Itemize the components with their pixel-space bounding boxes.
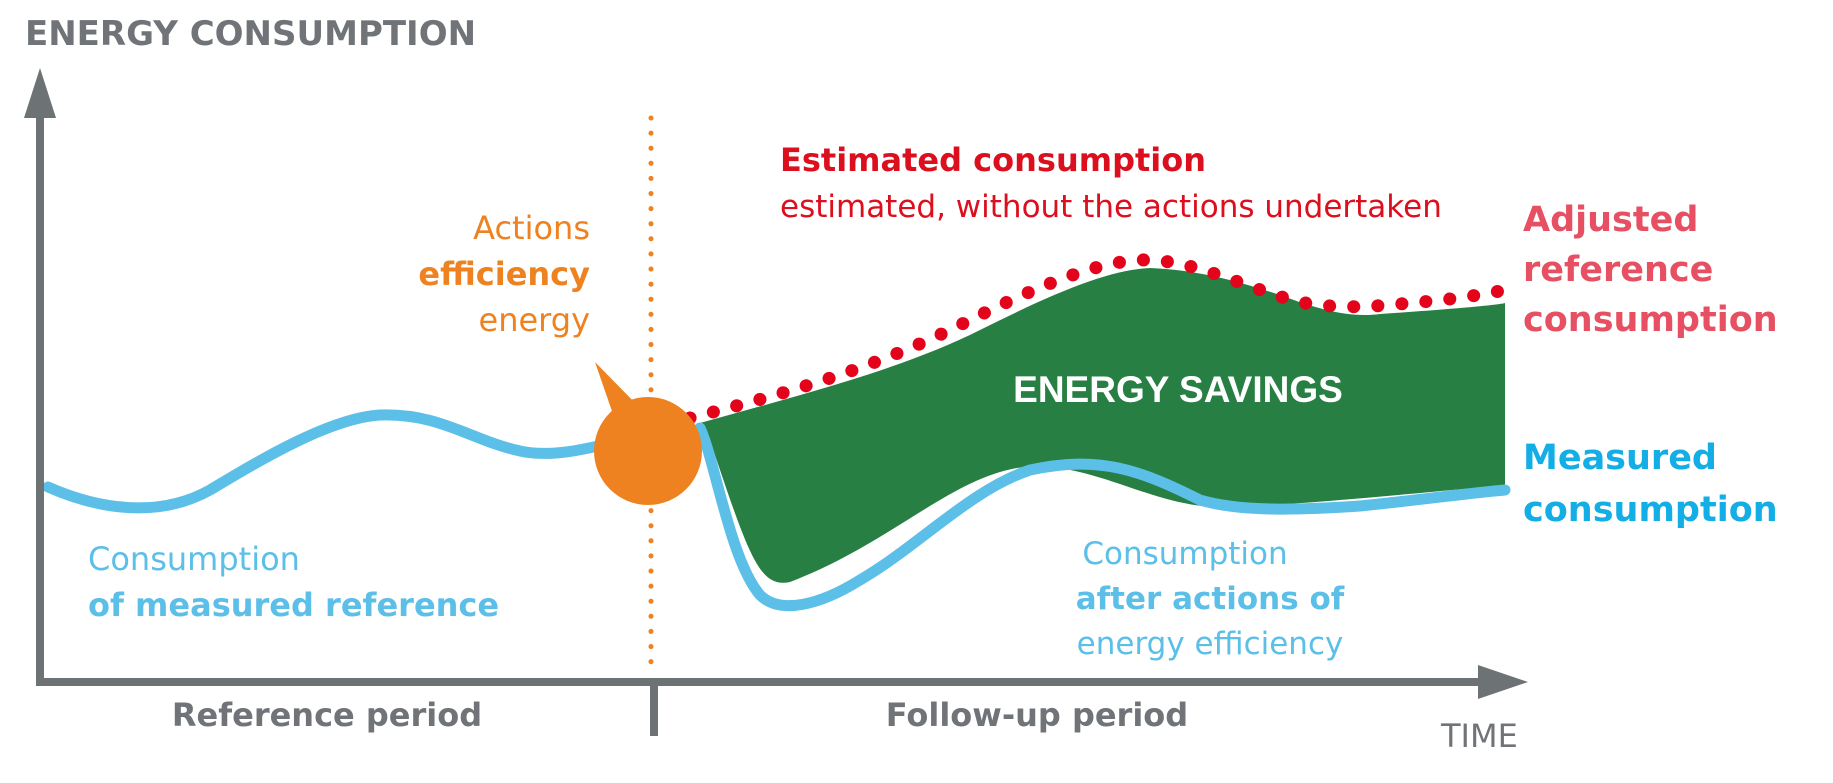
follow-up-period-label: Follow-up period [886, 696, 1188, 734]
estimated-title: Estimated consumption [780, 141, 1206, 179]
arrow-up-icon [24, 68, 56, 118]
actions-line-3: energy [479, 301, 591, 339]
reference-consumption-line-2: of measured reference [88, 586, 499, 624]
measured-line-2: consumption [1523, 490, 1778, 530]
actions-line-2: efficiency [418, 255, 590, 293]
after-actions-line-3: energy efficiency [1077, 626, 1344, 662]
y-axis-label: ENERGY CONSUMPTION [25, 14, 476, 54]
adjusted-line-2: reference [1523, 250, 1713, 290]
x-axis-label: TIME [1440, 717, 1518, 755]
reference-consumption-line-1: Consumption [88, 540, 300, 578]
reference-period-label: Reference period [172, 696, 482, 734]
estimated-consumption-line [683, 253, 1512, 425]
measured-label: Measured consumption [1523, 438, 1778, 530]
measured-line-1: Measured [1523, 438, 1717, 478]
after-actions-line-1: Consumption [1082, 536, 1287, 572]
estimated-subtitle: estimated, without the actions undertake… [780, 189, 1442, 225]
adjusted-label: Adjusted reference consumption [1523, 200, 1778, 340]
arrow-right-icon [1478, 665, 1528, 699]
actions-label: Actions efficiency energy [418, 209, 590, 339]
actions-marker [594, 362, 702, 505]
adjusted-line-3: consumption [1523, 300, 1778, 340]
axes [24, 68, 1528, 736]
energy-savings-label: ENERGY SAVINGS [1013, 369, 1343, 410]
measured-consumption-line [694, 422, 1511, 612]
reference-consumption-line [42, 409, 656, 514]
actions-circle [594, 397, 702, 505]
adjusted-line-1: Adjusted [1523, 200, 1698, 240]
energy-savings-area [700, 268, 1505, 583]
after-actions-line-2: after actions of [1076, 581, 1345, 617]
actions-line-1: Actions [473, 209, 590, 247]
